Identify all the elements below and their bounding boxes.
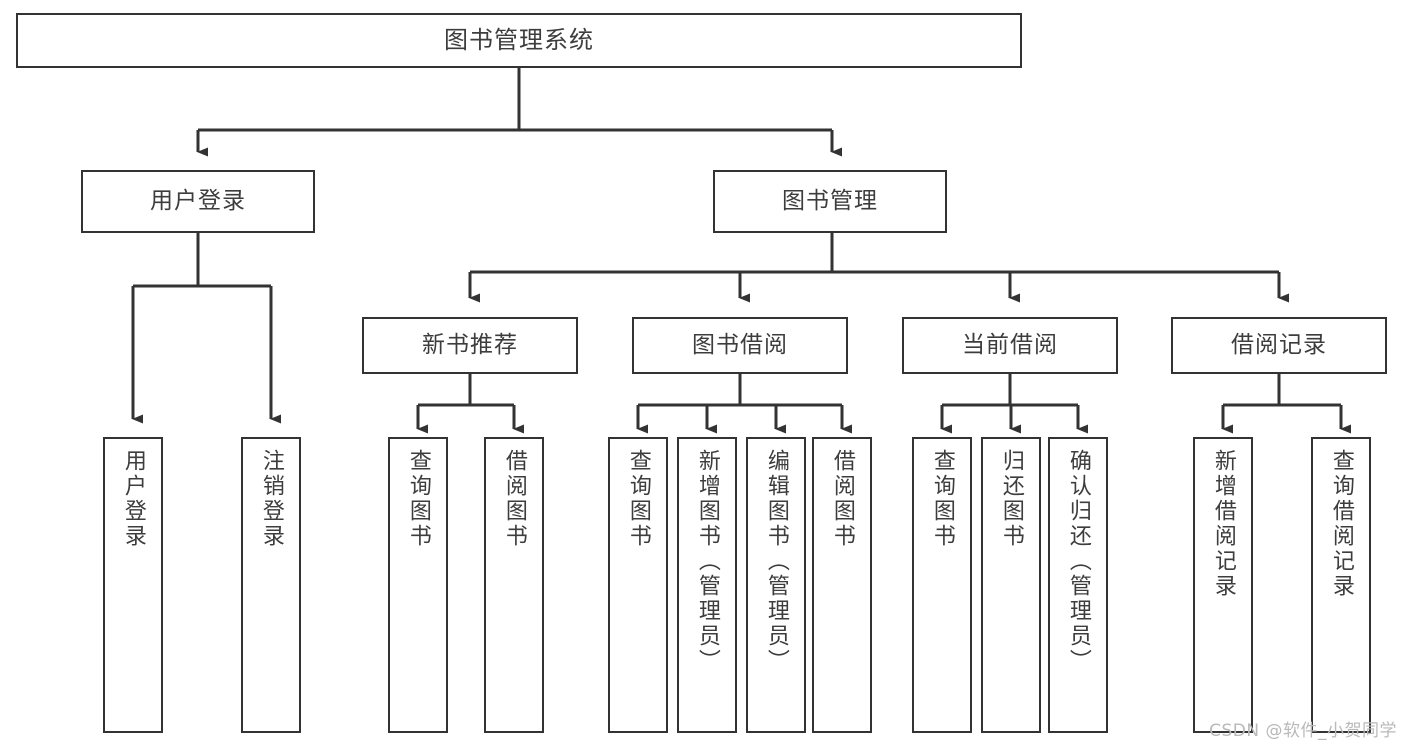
leaf-record-query[interactable]: 查询借阅记录 (1311, 437, 1371, 733)
watermark-text: CSDN @软件_小贺同学 (1209, 721, 1397, 741)
node-current-borrowing-label: 当前借阅 (962, 331, 1058, 358)
leaf-current-confirm-return-admin[interactable]: 确认归还（管理员） (1048, 437, 1108, 733)
leaf-user-login-signin[interactable]: 用户登录 (103, 437, 163, 733)
node-new-book-recommendation-label: 新书推荐 (422, 331, 518, 358)
leaf-current-return-book-label: 归还图书 (998, 449, 1024, 549)
leaf-borrow-borrow-book[interactable]: 借阅图书 (812, 437, 872, 733)
leaf-borrow-query-book[interactable]: 查询图书 (608, 437, 668, 733)
node-user-login[interactable]: 用户登录 (81, 170, 315, 233)
leaf-borrow-edit-book-admin-label: 编辑图书（管理员） (763, 449, 789, 674)
node-root-label: 图书管理系统 (444, 26, 594, 55)
leaf-borrow-query-book-label: 查询图书 (625, 449, 651, 549)
leaf-record-add[interactable]: 新增借阅记录 (1193, 437, 1253, 733)
leaf-record-add-label: 新增借阅记录 (1210, 449, 1236, 599)
node-borrow-records-label: 借阅记录 (1231, 331, 1327, 358)
leaf-new-book-query[interactable]: 查询图书 (388, 437, 448, 733)
leaf-user-login-signout[interactable]: 注销登录 (241, 437, 301, 733)
leaf-new-book-borrow[interactable]: 借阅图书 (484, 437, 544, 733)
leaf-current-query-book-label: 查询图书 (929, 449, 955, 549)
leaf-borrow-borrow-book-label: 借阅图书 (829, 449, 855, 549)
node-root-library-system[interactable]: 图书管理系统 (16, 13, 1022, 68)
leaf-current-query-book[interactable]: 查询图书 (912, 437, 972, 733)
leaf-current-return-book[interactable]: 归还图书 (981, 437, 1041, 733)
node-current-borrowing[interactable]: 当前借阅 (902, 317, 1118, 374)
node-new-book-recommendation[interactable]: 新书推荐 (362, 317, 578, 374)
node-book-management-label: 图书管理 (782, 187, 878, 214)
leaf-borrow-edit-book-admin[interactable]: 编辑图书（管理员） (746, 437, 806, 733)
node-user-login-label: 用户登录 (150, 187, 246, 214)
leaf-borrow-add-book-admin[interactable]: 新增图书（管理员） (677, 437, 737, 733)
node-book-borrowing-label: 图书借阅 (692, 331, 788, 358)
node-book-management[interactable]: 图书管理 (713, 170, 947, 233)
leaf-new-book-query-label: 查询图书 (405, 449, 431, 549)
leaf-user-login-signout-label: 注销登录 (258, 449, 284, 549)
leaf-user-login-signin-label: 用户登录 (120, 449, 146, 549)
leaf-current-confirm-return-admin-label: 确认归还（管理员） (1065, 449, 1091, 674)
leaf-borrow-add-book-admin-label: 新增图书（管理员） (694, 449, 720, 674)
leaf-new-book-borrow-label: 借阅图书 (501, 449, 527, 549)
node-book-borrowing[interactable]: 图书借阅 (632, 317, 848, 374)
leaf-record-query-label: 查询借阅记录 (1328, 449, 1354, 599)
node-borrow-records[interactable]: 借阅记录 (1171, 317, 1387, 374)
